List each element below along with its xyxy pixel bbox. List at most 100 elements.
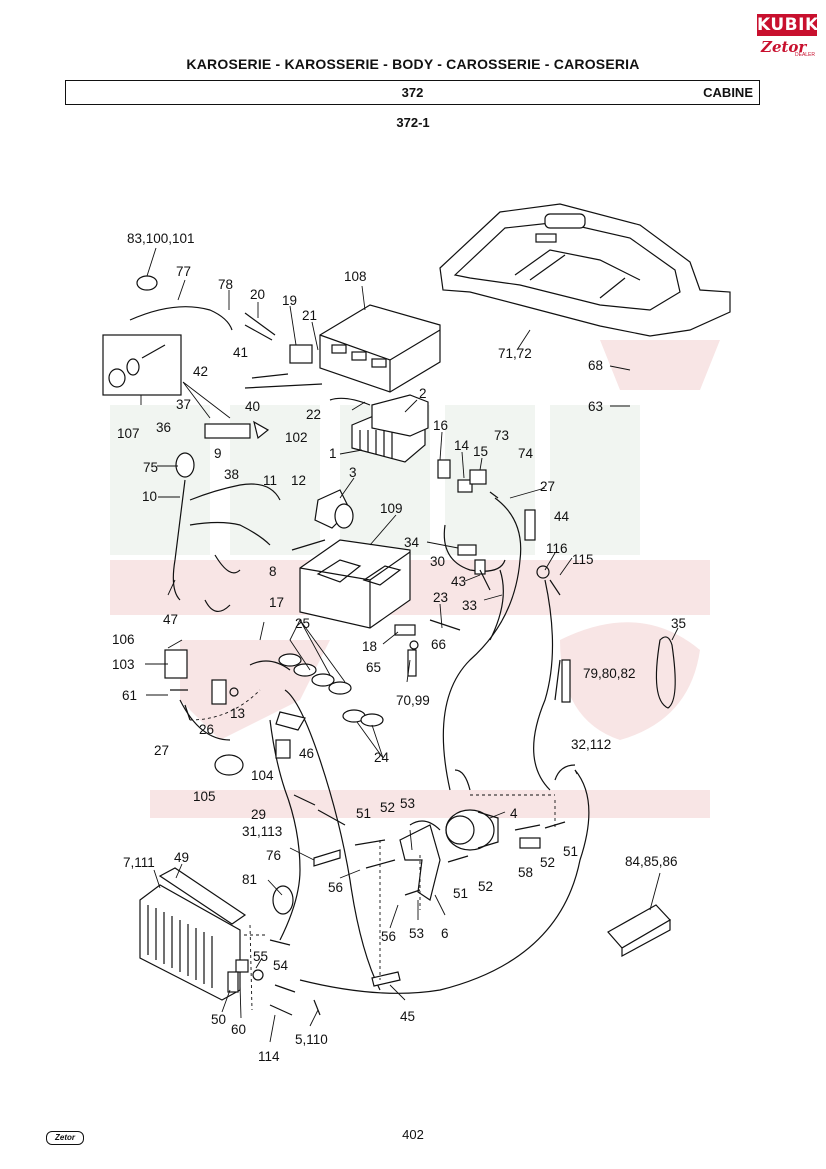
callout-58: 58 bbox=[518, 865, 533, 880]
callout-81: 81 bbox=[242, 872, 257, 887]
figure-code: 372-1 bbox=[396, 115, 430, 130]
callout-42: 42 bbox=[193, 364, 208, 379]
section-name: CABINE bbox=[703, 85, 753, 100]
callout-36: 36 bbox=[156, 420, 171, 435]
callout-108: 108 bbox=[344, 269, 367, 284]
callout-38: 38 bbox=[224, 467, 239, 482]
callout-13: 13 bbox=[230, 706, 245, 721]
callout-52b: 52 bbox=[540, 855, 555, 870]
callout-12: 12 bbox=[291, 473, 306, 488]
callout-103: 103 bbox=[112, 657, 135, 672]
callout-51c: 51 bbox=[453, 886, 468, 901]
logo-dealer-text: DEALER bbox=[795, 52, 816, 58]
callout-45: 45 bbox=[400, 1009, 415, 1024]
callout-56a: 56 bbox=[328, 880, 343, 895]
callout-63: 63 bbox=[588, 399, 603, 414]
callout-61: 61 bbox=[122, 688, 137, 703]
callout-104: 104 bbox=[251, 768, 274, 783]
callout-73: 73 bbox=[494, 428, 509, 443]
kit-box bbox=[607, 904, 671, 958]
cab-floor-frame bbox=[439, 203, 731, 337]
callout-24: 24 bbox=[374, 750, 390, 765]
logo-zetor-text: Zetor bbox=[761, 38, 807, 56]
callout-77: 77 bbox=[176, 264, 191, 279]
callout-33: 33 bbox=[462, 598, 477, 613]
callout-20: 20 bbox=[250, 287, 265, 302]
heater-cover-108 bbox=[319, 304, 441, 393]
page-number: 402 bbox=[402, 1127, 424, 1142]
callout-11: 11 bbox=[263, 473, 277, 488]
callout-3: 3 bbox=[349, 465, 357, 480]
callout-41: 41 bbox=[233, 345, 248, 360]
callout-84-85-86: 84,85,86 bbox=[625, 854, 678, 869]
callout-50: 50 bbox=[211, 1012, 226, 1027]
callout-114: 114 bbox=[258, 1049, 280, 1064]
callout-49: 49 bbox=[174, 850, 189, 865]
callout-115: 115 bbox=[572, 552, 594, 567]
callout-55: 55 bbox=[253, 949, 268, 964]
callout-29: 29 bbox=[251, 807, 266, 822]
callout-21: 21 bbox=[302, 308, 317, 323]
callout-44: 44 bbox=[554, 509, 570, 524]
callout-4: 4 bbox=[510, 806, 518, 821]
callout-14: 14 bbox=[454, 438, 470, 453]
page-title: KAROSERIE - KAROSSERIE - BODY - CAROSSER… bbox=[186, 56, 640, 72]
callout-46: 46 bbox=[299, 746, 314, 761]
callout-102: 102 bbox=[285, 430, 308, 445]
callout-43: 43 bbox=[451, 574, 466, 589]
callout-35: 35 bbox=[671, 616, 686, 631]
callout-54: 54 bbox=[273, 958, 289, 973]
ac-compressor bbox=[445, 809, 499, 851]
callout-116: 116 bbox=[546, 541, 568, 556]
callout-30: 30 bbox=[430, 554, 445, 569]
callout-31-113: 31,113 bbox=[242, 824, 282, 839]
heater-core bbox=[351, 394, 429, 463]
footer-zetor-logo: Zetor bbox=[46, 1131, 84, 1145]
callout-25: 25 bbox=[295, 616, 310, 631]
callout-53b: 53 bbox=[409, 926, 424, 941]
callout-78: 78 bbox=[218, 277, 233, 292]
callout-17: 17 bbox=[269, 595, 284, 610]
callout-76: 76 bbox=[266, 848, 281, 863]
callout-7-111: 7,111 bbox=[123, 855, 155, 870]
callout-66: 66 bbox=[431, 637, 446, 652]
callout-34: 34 bbox=[404, 535, 420, 550]
callout-56b: 56 bbox=[381, 929, 396, 944]
heater-housing-109 bbox=[299, 539, 411, 629]
callout-53a: 53 bbox=[400, 796, 415, 811]
callout-27b: 27 bbox=[154, 743, 169, 758]
callout-74: 74 bbox=[518, 446, 534, 461]
callout-27a: 27 bbox=[540, 479, 555, 494]
callout-23: 23 bbox=[433, 590, 448, 605]
drive-belt bbox=[655, 636, 676, 709]
callout-9: 9 bbox=[214, 446, 222, 461]
callout-40: 40 bbox=[245, 399, 260, 414]
kubik-zetor-logo: KUBIK Zetor DEALER bbox=[757, 14, 819, 62]
callout-16: 16 bbox=[433, 418, 448, 433]
leader-lines bbox=[140, 247, 679, 1043]
callout-106: 106 bbox=[112, 632, 135, 647]
callout-83-100-101: 83,100,101 bbox=[127, 231, 195, 246]
callout-labels: 83,100,101 77 78 20 19 21 108 71,72 68 6… bbox=[112, 231, 686, 1064]
logo-kubik-text: KUBIK bbox=[757, 14, 819, 36]
callout-60: 60 bbox=[231, 1022, 246, 1037]
callout-71-72: 71,72 bbox=[498, 346, 532, 361]
callout-5-110: 5,110 bbox=[295, 1032, 328, 1047]
callout-6: 6 bbox=[441, 926, 449, 941]
callout-32-112: 32,112 bbox=[571, 737, 611, 752]
callout-107: 107 bbox=[117, 426, 140, 441]
callout-8: 8 bbox=[269, 564, 277, 579]
callout-18: 18 bbox=[362, 639, 377, 654]
hoses bbox=[129, 306, 590, 994]
callout-52c: 52 bbox=[478, 879, 493, 894]
callout-47: 47 bbox=[163, 612, 178, 627]
callout-109: 109 bbox=[380, 501, 403, 516]
callout-26: 26 bbox=[199, 722, 214, 737]
section-header-box: 372 CABINE bbox=[65, 80, 760, 105]
callout-105: 105 bbox=[193, 789, 216, 804]
callout-10: 10 bbox=[142, 489, 157, 504]
wiring-harness bbox=[172, 452, 281, 612]
callout-51a: 51 bbox=[356, 806, 371, 821]
section-code: 372 bbox=[401, 85, 424, 100]
